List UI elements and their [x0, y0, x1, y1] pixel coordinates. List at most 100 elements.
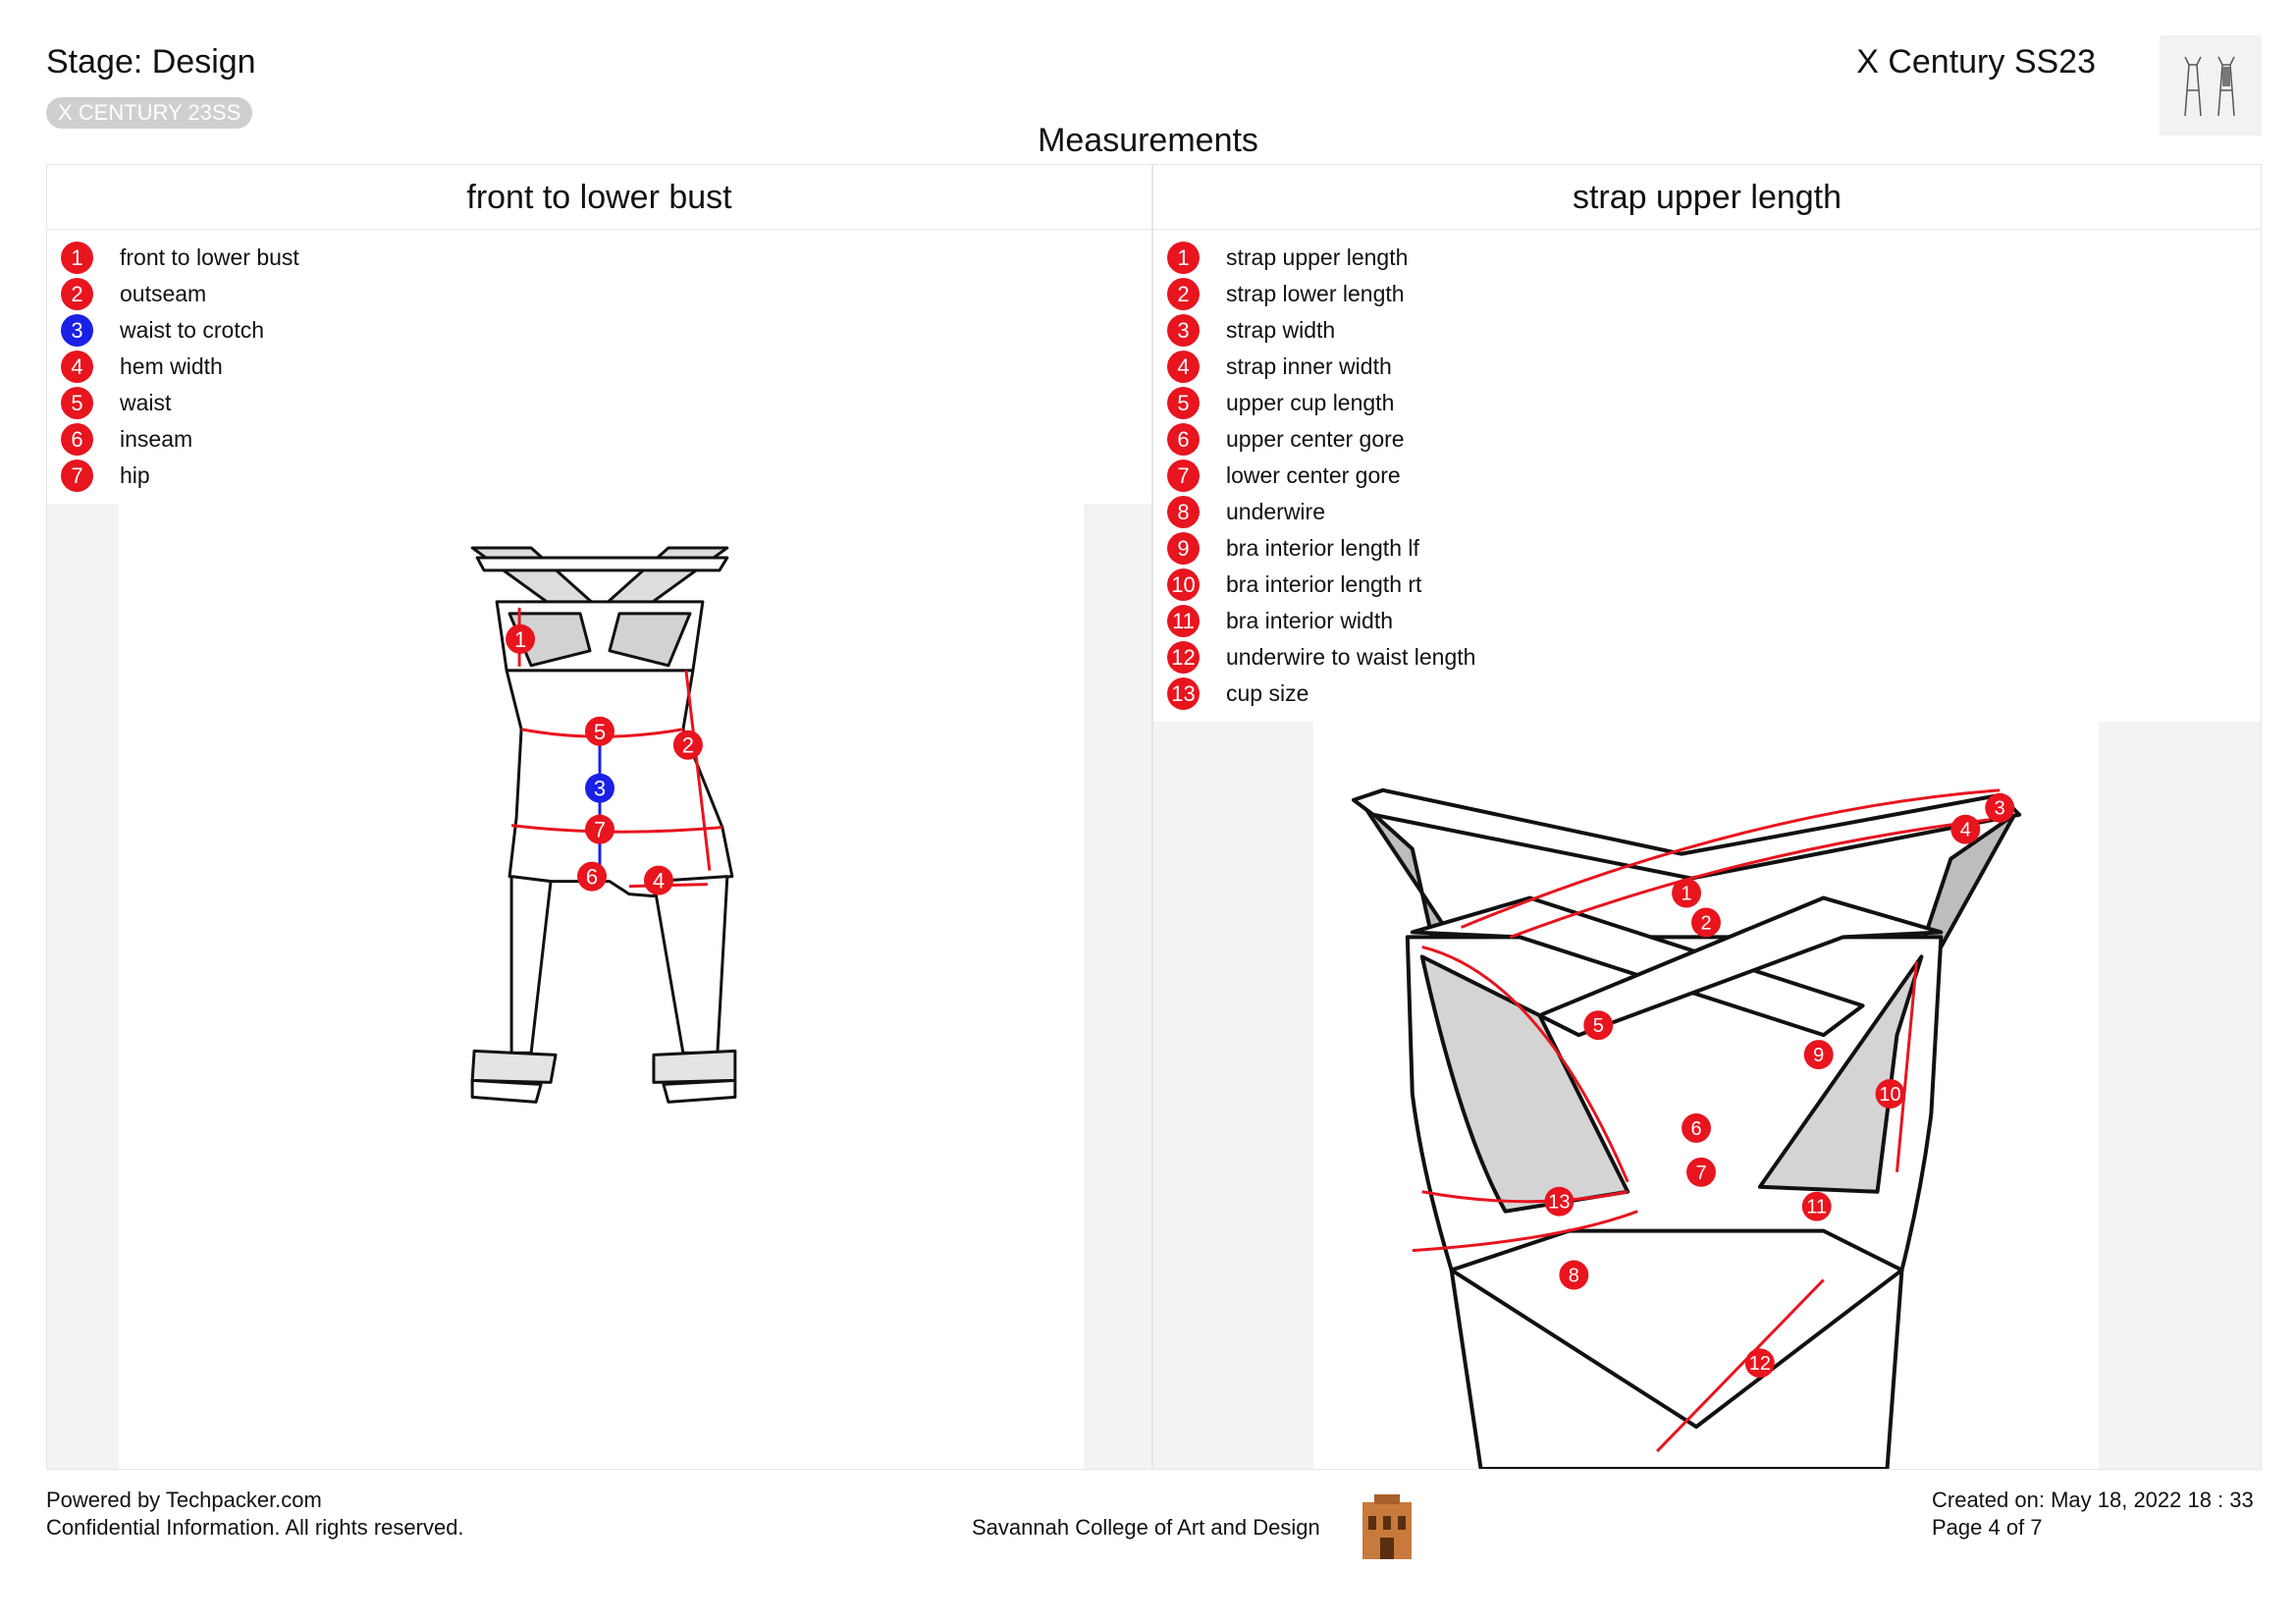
list-item[interactable]: 3 strap width	[1167, 312, 2261, 349]
list-item[interactable]: 6 inseam	[61, 421, 1151, 458]
list-item[interactable]: 1 front to lower bust	[61, 240, 1151, 276]
svg-text:1: 1	[514, 627, 526, 652]
svg-text:2: 2	[682, 733, 694, 758]
svg-text:4: 4	[653, 869, 665, 893]
svg-text:4: 4	[1960, 820, 1971, 841]
measurement-label: bra interior length lf	[1226, 535, 1419, 561]
footer-left: Powered by Techpacker.com Confidential I…	[46, 1487, 464, 1542]
marker-number: 6	[1167, 423, 1200, 456]
list-item[interactable]: 5 waist	[61, 385, 1151, 421]
list-item[interactable]: 4 strap inner width	[1167, 349, 2261, 385]
marker-number: 11	[1167, 605, 1200, 637]
marker-number: 2	[1167, 278, 1200, 310]
measurement-label: outseam	[120, 281, 207, 306]
marker-number: 12	[1167, 641, 1200, 674]
measurement-label: waist to crotch	[120, 317, 264, 343]
garment-thumbnail-icon[interactable]	[2160, 35, 2262, 135]
svg-text:3: 3	[1995, 798, 2005, 820]
panel-title: front to lower bust	[47, 165, 1151, 230]
measurement-label: strap inner width	[1226, 353, 1392, 379]
garment-sketch-area: 1 2 3 4 5 6 7 8 9 10 11 12 13	[1153, 722, 2261, 1469]
svg-text:6: 6	[586, 865, 598, 890]
marker-number: 3	[61, 314, 93, 347]
garment-sketch-area: 1 2 3 4 5 6 7	[47, 504, 1151, 1469]
svg-text:8: 8	[1569, 1266, 1579, 1287]
season-badge: X CENTURY 23SS	[46, 97, 253, 129]
svg-text:13: 13	[1548, 1192, 1570, 1214]
list-item[interactable]: 1 strap upper length	[1167, 240, 2261, 276]
marker-number: 13	[1167, 677, 1200, 710]
list-item[interactable]: 2 strap lower length	[1167, 276, 2261, 312]
panel-title: strap upper length	[1153, 165, 2261, 230]
stage-title: Stage: Design	[46, 43, 256, 81]
measurement-panel-left: front to lower bust 1 front to lower bust…	[46, 164, 1152, 1470]
marker-number: 1	[61, 242, 93, 274]
confidential-text: Confidential Information. All rights res…	[46, 1515, 464, 1540]
list-item[interactable]: 6 upper center gore	[1167, 421, 2261, 458]
svg-text:9: 9	[1813, 1045, 1824, 1066]
measurement-label: strap width	[1226, 317, 1336, 343]
svg-text:5: 5	[594, 720, 606, 744]
school-name: Savannah College of Art and Design	[972, 1515, 1320, 1540]
marker-number: 1	[1167, 242, 1200, 274]
list-item[interactable]: 8 underwire	[1167, 494, 2261, 530]
marker-number: 10	[1167, 568, 1200, 601]
list-item[interactable]: 7 lower center gore	[1167, 458, 2261, 494]
svg-text:1: 1	[1682, 884, 1692, 905]
list-item[interactable]: 10 bra interior length rt	[1167, 567, 2261, 603]
measurement-list: 1 front to lower bust 2 outseam 3 waist to …	[47, 230, 1151, 494]
measurement-label: lower center gore	[1226, 462, 1401, 488]
measurement-label: upper center gore	[1226, 426, 1405, 452]
measurement-label: hem width	[120, 353, 223, 379]
measurement-label: strap lower length	[1226, 281, 1405, 306]
measurement-label: waist	[120, 390, 172, 415]
marker-number: 4	[1167, 351, 1200, 383]
measurement-label: front to lower bust	[120, 244, 299, 270]
page-number: Page 4 of 7	[1932, 1515, 2043, 1540]
marker-number: 3	[1167, 314, 1200, 347]
marker-number: 4	[61, 351, 93, 383]
measurement-panel-right: strap upper length 1 strap upper length 2…	[1152, 164, 2262, 1470]
measurement-label: inseam	[120, 426, 193, 452]
created-date: Created on: May 18, 2022 18 : 33	[1932, 1488, 2254, 1512]
measurement-label: upper cup length	[1226, 390, 1395, 415]
measurement-label: strap upper length	[1226, 244, 1409, 270]
list-item[interactable]: 9 bra interior length lf	[1167, 530, 2261, 567]
list-item[interactable]: 11 bra interior width	[1167, 603, 2261, 639]
marker-number: 9	[1167, 532, 1200, 565]
marker-number: 8	[1167, 496, 1200, 528]
svg-text:5: 5	[1593, 1015, 1604, 1037]
measurement-label: bra interior width	[1226, 608, 1394, 633]
marker-number: 7	[1167, 460, 1200, 492]
svg-text:7: 7	[1695, 1163, 1706, 1184]
svg-text:3: 3	[594, 777, 606, 801]
svg-text:12: 12	[1749, 1353, 1771, 1375]
svg-text:7: 7	[594, 818, 606, 842]
section-title: Measurements	[1038, 122, 1258, 159]
list-item[interactable]: 13 cup size	[1167, 676, 2261, 712]
svg-text:11: 11	[1806, 1197, 1827, 1218]
measurement-label: underwire	[1226, 499, 1325, 524]
svg-text:6: 6	[1690, 1118, 1701, 1140]
svg-text:2: 2	[1700, 912, 1711, 934]
svg-text:10: 10	[1879, 1084, 1900, 1106]
list-item[interactable]: 4 hem width	[61, 349, 1151, 385]
measurement-label: hip	[120, 462, 150, 488]
marker-number: 6	[61, 423, 93, 456]
list-item[interactable]: 2 outseam	[61, 276, 1151, 312]
building-logo-icon	[1355, 1492, 1419, 1561]
powered-by-text: Powered by Techpacker.com	[46, 1488, 322, 1512]
list-item[interactable]: 12 underwire to waist length	[1167, 639, 2261, 676]
measurement-label: cup size	[1226, 680, 1309, 706]
marker-number: 5	[1167, 387, 1200, 419]
measurement-label: underwire to waist length	[1226, 644, 1476, 670]
list-item[interactable]: 3 waist to crotch	[61, 312, 1151, 349]
measurement-label: bra interior length rt	[1226, 571, 1422, 597]
footer-right: Created on: May 18, 2022 18 : 33 Page 4 …	[1932, 1487, 2254, 1542]
list-item[interactable]: 5 upper cup length	[1167, 385, 2261, 421]
marker-number: 2	[61, 278, 93, 310]
marker-number: 5	[61, 387, 93, 419]
bra-sketch-image: 1 2 3 4 5 6 7 8 9 10 11 12 13	[1313, 722, 2099, 1469]
